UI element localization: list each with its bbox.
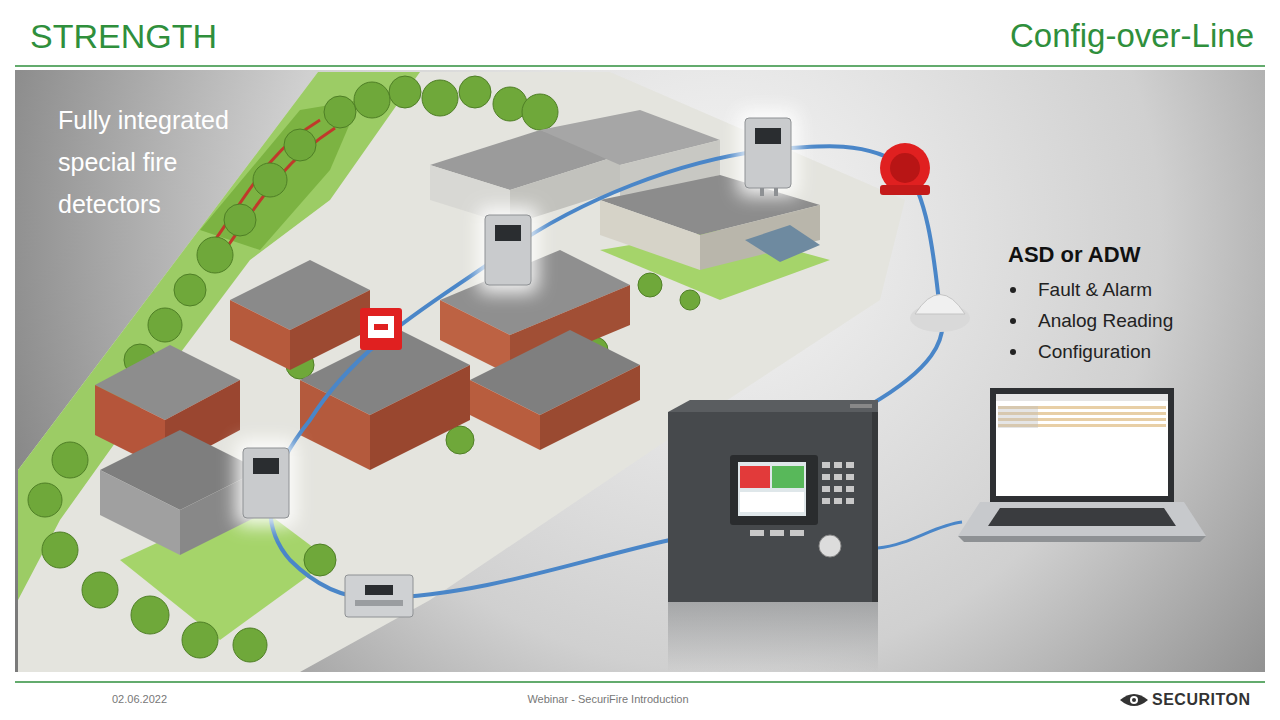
laptop-cable: [878, 522, 962, 548]
header-rule: [15, 65, 1265, 67]
footer-text: Webinar - SecuriFire Introduction: [458, 692, 758, 706]
manual-call-point: [360, 308, 402, 350]
fire-control-panel: [668, 400, 878, 672]
feature-item: Fault & Alarm: [1038, 278, 1258, 302]
laptop: [958, 388, 1206, 542]
background-panel: [15, 70, 1265, 672]
running-track: [215, 120, 320, 240]
running-track: [225, 128, 335, 250]
brand-logo: [1120, 694, 1148, 706]
tree-cluster: [28, 76, 700, 662]
remote-display: [345, 575, 413, 617]
feature-item: Analog Reading: [1038, 309, 1258, 333]
lawn: [18, 72, 420, 600]
bullet-dot: [1010, 287, 1016, 355]
slide-title: STRENGTH: [30, 16, 430, 56]
alarm-sounder: [880, 143, 930, 195]
smoke-detector: [910, 295, 970, 333]
slide-subtitle: Config-over-Line: [760, 16, 1254, 56]
brand-name: SECURITON: [1152, 690, 1272, 710]
intro-text: Fully integrated special fire detectors: [58, 99, 268, 225]
asd-unit: [745, 118, 791, 196]
feature-heading: ASD or ADW: [1008, 241, 1248, 269]
campus-ground: [18, 72, 905, 672]
footer-date: 02.06.2022: [112, 692, 232, 706]
footer-rule: [15, 681, 1265, 683]
asd-unit: [485, 215, 531, 285]
feature-item: Configuration: [1038, 340, 1258, 364]
asd-unit: [243, 448, 289, 518]
